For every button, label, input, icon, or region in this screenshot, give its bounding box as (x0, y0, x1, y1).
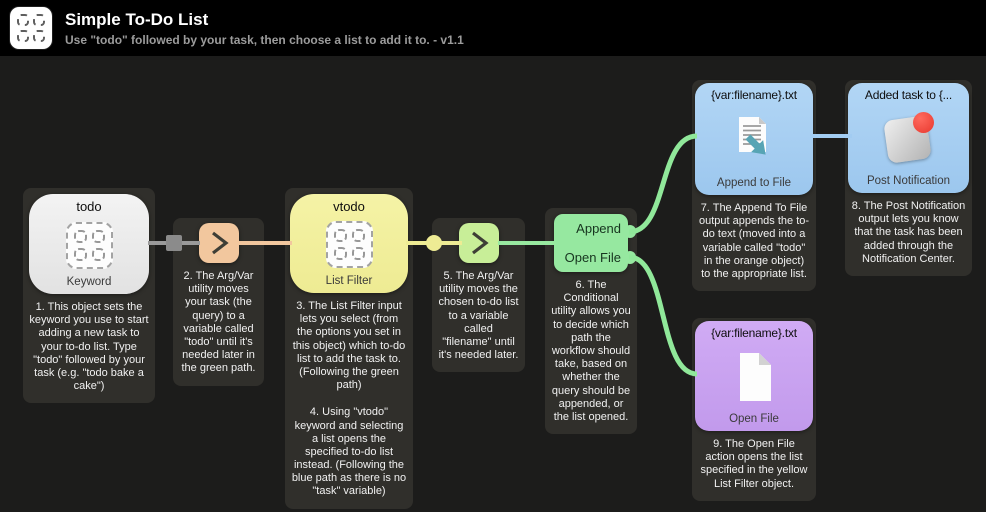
keyword-node-type: Keyword (66, 276, 112, 288)
openfile-node[interactable]: {var:filename}.txt Open File (695, 321, 813, 431)
wire-openfile-output-to-openfile[interactable] (628, 254, 698, 377)
chevron-right-icon (211, 231, 229, 255)
postnotification-node-title: Added task to {... (864, 88, 953, 102)
keyword-node-title: todo (76, 199, 102, 214)
listfilter-node[interactable]: vtodo List Filter (290, 194, 408, 293)
argvar-green-note: 5. The Arg/Var utility moves the chosen … (438, 270, 519, 362)
openfile-note: 9. The Open File action opens the list s… (700, 438, 808, 490)
listfilter-node-title: vtodo (333, 199, 365, 214)
conditional-output-append[interactable]: Append (576, 221, 621, 236)
listfilter-note-4: 4. Using "vtodo" keyword and selecting a… (291, 406, 407, 498)
listfilter-object-card: vtodo List Filter 3. The List Filter inp… (285, 188, 413, 509)
listfilter-note-3: 3. The List Filter input lets you select… (292, 300, 406, 392)
grid-squares-icon (325, 221, 373, 268)
appendfile-object-card: {var:filename}.txt Append to File 7. The… (692, 80, 816, 292)
header-text: Simple To-Do List Use "todo" followed by… (65, 9, 464, 46)
document-append-icon (739, 116, 766, 155)
argvar-green-node[interactable] (458, 223, 499, 263)
postnotification-object-card: Added task to {... Post Notification 8. … (845, 80, 972, 276)
conditional-node[interactable]: Append Open File (554, 214, 628, 272)
argvar-green-object-card: 5. The Arg/Var utility moves the chosen … (432, 218, 525, 373)
appendfile-node-title: {var:filename}.txt (711, 88, 797, 102)
wire-append-to-appendfile[interactable] (628, 133, 698, 235)
conditional-output-openfile[interactable]: Open File (564, 250, 621, 265)
openfile-node-type: Open File (729, 413, 779, 425)
workflow-title: Simple To-Do List (65, 10, 209, 30)
listfilter-node-type: List Filter (325, 275, 373, 287)
openfile-object-card: {var:filename}.txt Open File 9. The Open… (692, 318, 816, 501)
appendfile-note: 7. The Append To File output appends the… (698, 202, 810, 280)
argvar-orange-node[interactable] (198, 223, 239, 263)
chevron-right-icon (471, 231, 489, 255)
appendfile-node-type: Append to File (716, 177, 792, 189)
postnotification-node[interactable]: Added task to {... Post Notification (848, 83, 969, 193)
conditional-object-card: Append Open File 6. The Conditional util… (545, 208, 637, 435)
openfile-node-title: {var:filename}.txt (711, 326, 797, 340)
keyword-object-card: todo Keyword 1. This object sets the key… (23, 188, 155, 404)
grid-squares-icon (65, 221, 113, 269)
argvar-orange-object-card: 2. The Arg/Var utility moves your task (… (173, 218, 264, 386)
keyword-note: 1. This object sets the keyword you use … (29, 301, 149, 393)
conditional-note: 6. The Conditional utility allows you to… (551, 279, 631, 423)
keyword-node[interactable]: todo Keyword (29, 194, 149, 294)
workflow-grid-squares-icon (10, 7, 52, 49)
postnotification-note: 8. The Post Notification output lets you… (851, 200, 966, 265)
workflow-header: Simple To-Do List Use "todo" followed by… (0, 0, 986, 56)
notification-badge-icon (882, 111, 934, 164)
argvar-orange-note: 2. The Arg/Var utility moves your task (… (181, 270, 256, 375)
postnotification-node-type: Post Notification (866, 175, 951, 187)
document-icon (740, 352, 771, 401)
workflow-subtitle: Use "todo" followed by your task, then c… (65, 32, 464, 47)
appendfile-node[interactable]: {var:filename}.txt Append to File (695, 83, 813, 195)
